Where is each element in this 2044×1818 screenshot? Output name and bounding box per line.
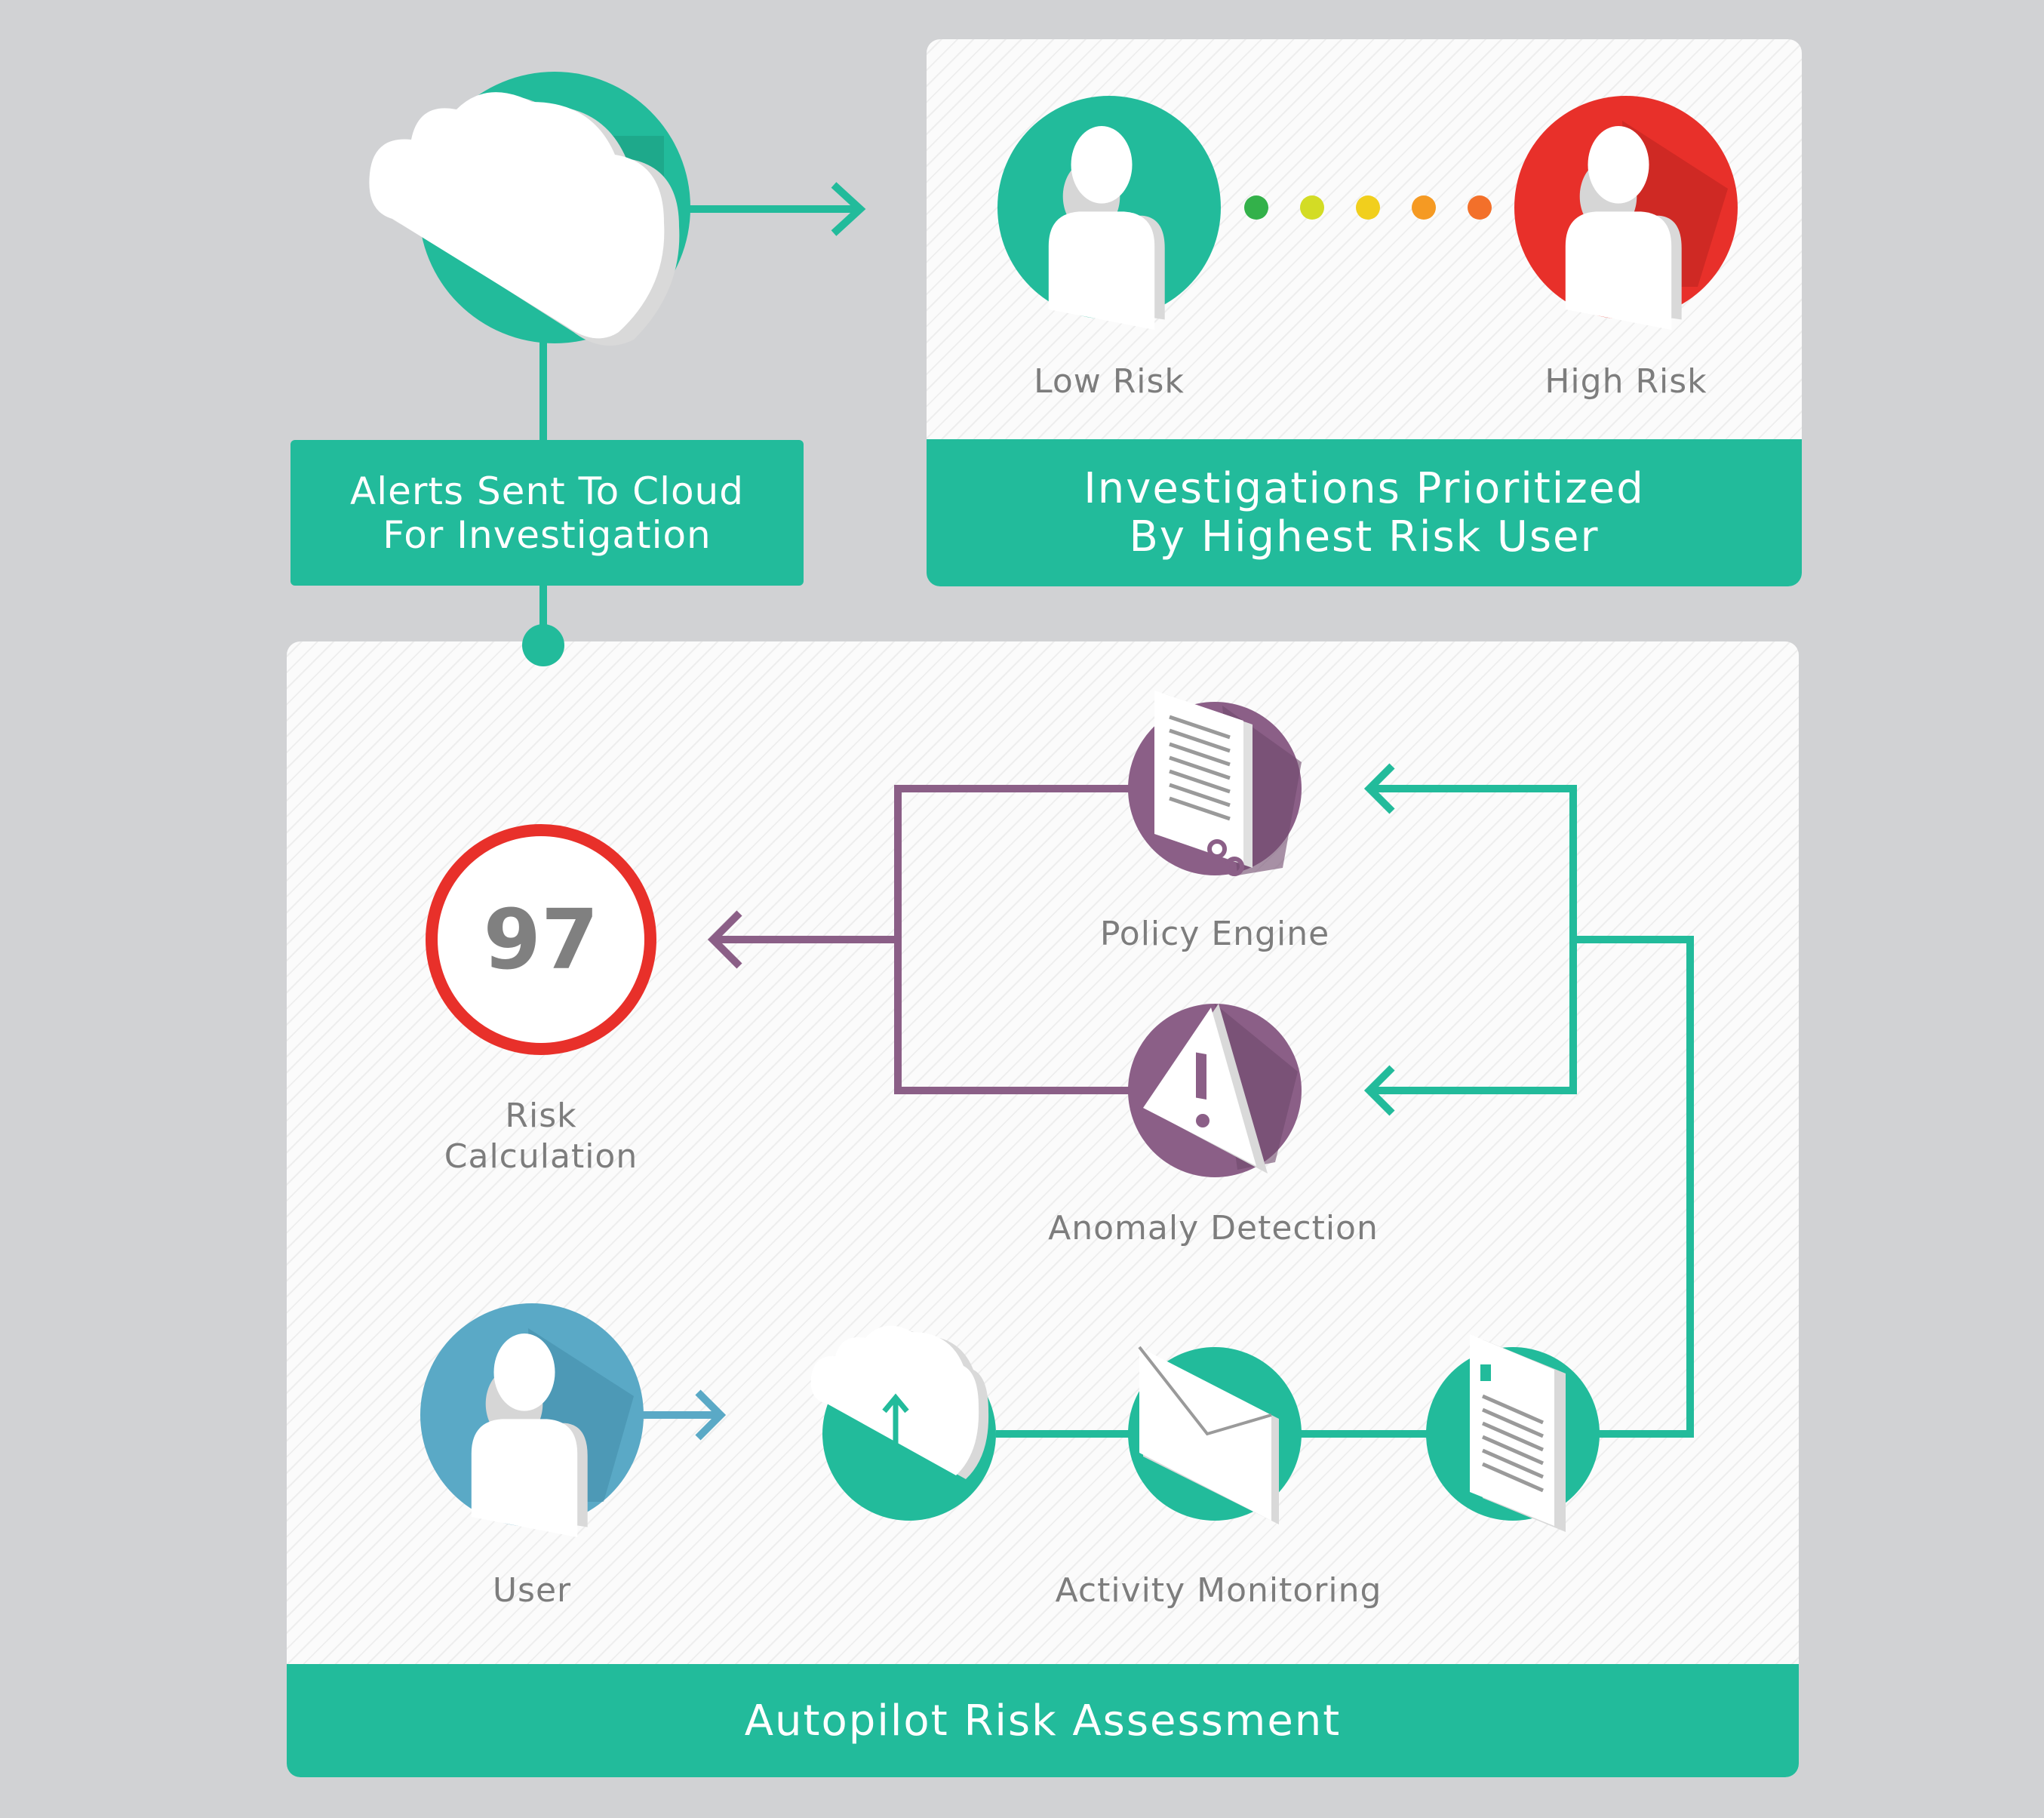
investigations-title-line2: By Highest Risk User — [1129, 512, 1600, 561]
risk-score-circle — [426, 824, 656, 1055]
alerts-box: Alerts Sent To Cloud For Investigation — [290, 440, 804, 586]
user-label: User — [492, 1571, 572, 1610]
warning-icon — [1128, 1004, 1302, 1177]
risk-label-line2: Calculation — [444, 1137, 638, 1176]
document-gears-icon — [1128, 691, 1302, 876]
envelope-icon — [1128, 1346, 1302, 1524]
user-arrow-head — [695, 1389, 727, 1441]
high-risk-label: High Risk — [1545, 362, 1707, 401]
connector-dot — [522, 624, 564, 666]
cloud-upload-icon — [810, 1325, 996, 1521]
risk-label-line1: Risk — [505, 1097, 577, 1135]
investigations-title-line1: Investigations Prioritized — [1083, 463, 1645, 513]
low-risk-user-icon — [997, 96, 1221, 330]
risk-calculation-label: Risk Calculation — [444, 1096, 638, 1177]
teal-feedback-connectors — [1363, 763, 1694, 1438]
cloud-icon — [369, 72, 690, 346]
high-risk-user-icon — [1514, 96, 1738, 330]
anomaly-detection-label: Anomaly Detection — [1048, 1209, 1379, 1247]
alerts-line1: Alerts Sent To Cloud — [349, 469, 744, 513]
risk-scale-dots — [1244, 195, 1492, 220]
low-risk-label: Low Risk — [1034, 362, 1185, 401]
investigations-title-band: Investigations Prioritized By Highest Ri… — [927, 439, 1802, 586]
purple-connectors — [707, 785, 1132, 1094]
risk-score-value: 97 — [483, 891, 599, 988]
alerts-line2: For Investigation — [383, 512, 712, 557]
autopilot-title-band: Autopilot Risk Assessment — [287, 1664, 1799, 1777]
user-icon — [420, 1303, 644, 1537]
policy-engine-label: Policy Engine — [1099, 915, 1330, 953]
arrow-head-right — [831, 182, 866, 236]
activity-monitoring-label: Activity Monitoring — [1055, 1571, 1382, 1610]
autopilot-title: Autopilot Risk Assessment — [744, 1696, 1342, 1746]
document-icon — [1426, 1334, 1600, 1532]
